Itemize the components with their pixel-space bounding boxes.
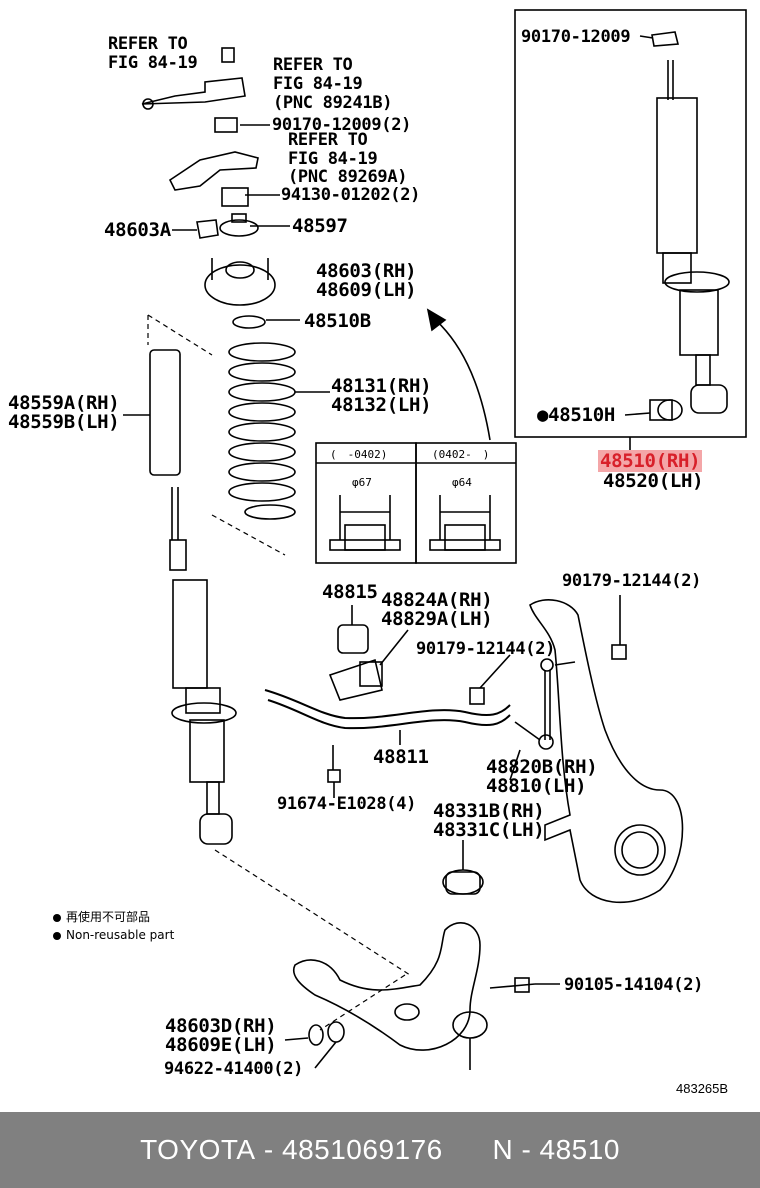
note-en-text: Non-reusable part [66,928,175,942]
refer-fig-a-line1: REFER TO [108,34,188,54]
part-48559A-rh-label: 48559A(RH) [8,392,120,414]
upper-mount-group [141,47,276,329]
part-48520-lh-label: 48520(LH) [603,470,704,492]
part-48131-rh-label: 48131(RH) [331,375,432,397]
refer-fig-b-line1: REFER TO [273,55,353,75]
stabilizer-bushing [328,624,383,701]
footer-bar: TOYOTA - 4851069176 N - 48510 [0,1112,760,1188]
shock-absorber-inset-frame [514,9,747,438]
nonreusable-bullet-icon [53,913,61,922]
part-48810-lh-label: 48810(LH) [486,775,587,797]
footer-brand: TOYOTA [140,1134,256,1165]
refer-fig-b-line3: (PNC 89241B) [273,93,393,113]
nonreusable-bullet-icon [53,931,61,940]
nut-90179-mid-label: 90179-12144(2) [416,639,556,659]
coil-spring [228,342,296,520]
part-48331C-lh-label: 48331C(LH) [433,819,545,841]
part-48132-lh-label: 48132(LH) [331,394,432,416]
part-48597-label: 48597 [292,215,348,237]
note-nonreusable-jp: 再使用不可部品 [53,909,150,925]
note-nonreusable-en: Non-reusable part [53,927,174,943]
detail-right-header: (0402- ) [432,448,490,461]
bolt-90105-label: 90105-14104(2) [564,975,704,995]
footer-pnc: N - 48510 [492,1134,620,1165]
part-48609E-lh-label: 48609E(LH) [165,1034,277,1056]
part-48603A-label: 48603A [104,219,171,241]
cushion-94130-label: 94130-01202(2) [281,185,421,205]
footer-part-number: 4851069176 [282,1134,443,1165]
refer-fig-b-line2: FIG 84-19 [273,74,363,94]
lower-arm [293,922,488,1070]
detail-early-drawing [329,495,401,551]
part-48609-lh-label: 48609(LH) [316,279,417,301]
footer-sep1: - [255,1134,283,1165]
footer-gap [443,1134,493,1166]
part-48603-rh-label: 48603(RH) [316,260,417,282]
stabilizer-bar [264,689,511,720]
refer-fig-c-line1: REFER TO [288,130,368,150]
washer-94622-label: 94622-41400(2) [164,1059,304,1079]
part-48510B-label: 48510B [304,310,371,332]
detail-left-header: ( -0402) [330,448,388,461]
part-48815-label: 48815 [322,581,378,603]
part-48510-rh-label: 48510(RH) [598,450,703,472]
detail-left-dimension: φ67 [352,476,372,489]
part-48820B-rh-label: 48820B(RH) [486,756,598,778]
detail-box-late [415,442,517,564]
inset-shock-absorber [649,31,730,421]
part-48331B-rh-label: 48331B(RH) [433,800,545,822]
part-48824A-rh-label: 48824A(RH) [381,589,493,611]
inset-nut-label: 90170-12009 [521,27,631,47]
detail-late-drawing [429,495,501,551]
part-48603D-rh-label: 48603D(RH) [165,1015,277,1037]
inset-48510H-label: ●48510H [537,404,615,426]
part-48829A-lh-label: 48829A(LH) [381,608,493,630]
nut-90170-label: 90170-12009(2) [272,115,412,135]
nut-90179-top-label: 90179-12144(2) [562,571,702,591]
bound-stopper [442,840,484,895]
refer-fig-a-line2: FIG 84-19 [108,53,198,73]
detail-right-dimension: φ64 [452,476,472,489]
figure-reference: 483265B [676,1081,729,1096]
steering-knuckle [529,599,684,904]
stabilizer-link [514,658,576,750]
shock-absorber [169,487,237,845]
part-48811-label: 48811 [373,746,429,768]
refer-fig-c-line2: FIG 84-19 [288,149,378,169]
bump-stopper-boot [149,349,181,476]
bolt-91674-label: 91674-E1028(4) [277,794,417,814]
refer-fig-c-line3: (PNC 89269A) [288,167,408,187]
exploded-view-drawing [123,9,747,1070]
lower-arm-bushing [308,1024,324,1046]
note-jp-text: 再使用不可部品 [66,910,151,924]
highlighted-part-number: 48510(RH) [598,450,703,472]
part-48559B-lh-label: 48559B(LH) [8,411,120,433]
stabilizer-nut [469,687,485,705]
